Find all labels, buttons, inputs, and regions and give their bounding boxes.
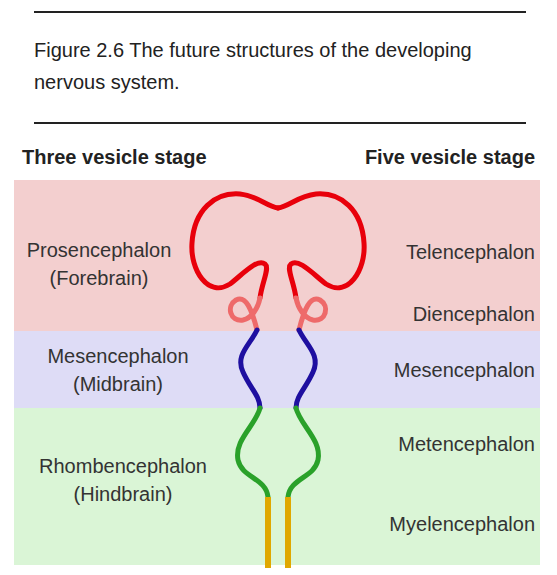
five-vesicle-name: Metencephalon bbox=[398, 430, 535, 458]
top-rule bbox=[34, 11, 526, 13]
bottom-rule bbox=[34, 122, 526, 124]
vesicle-band: Rhombencephalon (Hindbrain) Metencephalon… bbox=[14, 408, 540, 565]
three-vesicle-name: Prosencephalon (Forebrain) bbox=[14, 236, 184, 292]
stage-header: Five vesicle stage bbox=[365, 143, 535, 171]
vesicle-band: Prosencephalon (Forebrain) TelencephalonD… bbox=[14, 180, 540, 331]
three-vesicle-name: Rhombencephalon (Hindbrain) bbox=[23, 452, 223, 508]
five-vesicle-name: Diencephalon bbox=[413, 300, 535, 328]
five-vesicle-name: Telencephalon bbox=[406, 238, 535, 266]
vesicle-band: Mesencephalon (Midbrain) Mesencephalon bbox=[14, 331, 540, 408]
stage-header: Three vesicle stage bbox=[22, 143, 207, 171]
figure-caption: Figure 2.6 The future structures of the … bbox=[34, 34, 529, 98]
five-vesicle-name: Myelencephalon bbox=[389, 510, 535, 538]
five-vesicle-name: Mesencephalon bbox=[394, 356, 535, 384]
three-vesicle-name: Mesencephalon (Midbrain) bbox=[33, 342, 203, 398]
